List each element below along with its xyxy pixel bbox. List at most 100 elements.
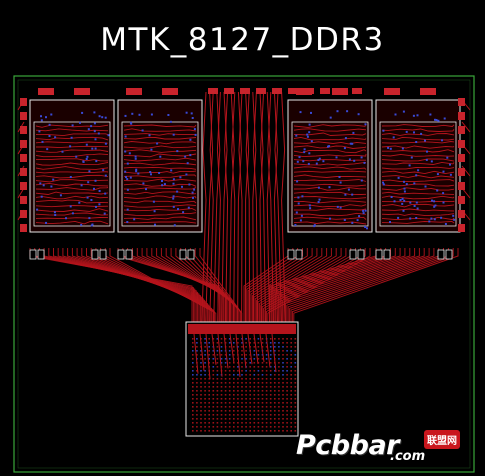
ball [261,426,264,428]
trace [199,333,205,371]
ball [192,386,194,388]
via [177,208,179,211]
ball [245,414,247,416]
ball [245,422,247,424]
ball [204,390,206,392]
via [135,170,138,173]
pad [126,88,142,95]
trace [275,248,396,326]
ball [204,398,206,400]
ball [282,350,284,352]
ball [241,382,243,384]
trace [175,248,236,326]
ball [220,354,223,356]
via [53,211,56,214]
ball [257,370,260,372]
via [309,207,312,210]
ball [278,350,280,352]
ball [294,378,297,380]
via [172,182,175,185]
ball [192,374,194,376]
ball [249,338,251,340]
trace [293,174,367,178]
trace [277,248,406,326]
ball [241,350,243,352]
ball [192,426,194,428]
ball [245,398,247,400]
ball [274,342,276,344]
ball [265,418,268,420]
ball [212,350,215,352]
ball [233,374,235,376]
via [39,182,42,185]
via [194,133,197,136]
ball [269,374,272,376]
trace [123,178,197,182]
trace [381,203,455,208]
ball [224,382,227,384]
trace [293,248,459,326]
ball [290,362,292,364]
via [346,110,349,113]
ball [269,406,272,408]
via [159,155,162,158]
ball [257,406,260,408]
ball [241,386,243,388]
ball [269,394,272,396]
ball [286,406,288,408]
pad [420,88,436,95]
via [69,205,72,208]
via [394,113,397,116]
via [296,180,299,183]
via [382,181,384,184]
via [192,196,194,199]
ball [216,362,219,364]
via [81,111,84,114]
via [97,132,100,135]
via [452,214,455,217]
trace [216,91,221,327]
ball [192,358,194,360]
trace [293,216,367,220]
ball [294,406,297,408]
top-pad [288,88,298,94]
ball [204,394,206,396]
ball [257,354,260,356]
via [294,224,297,226]
ball [212,390,215,392]
ball [196,398,198,400]
ball [249,374,251,376]
trace [35,171,109,174]
ball [257,338,260,340]
ball [196,410,198,412]
ball [237,410,239,412]
ball [245,430,247,432]
passive-pads [20,88,465,232]
ball [261,402,264,404]
ball [228,366,231,368]
via [90,224,93,227]
ball [220,390,223,392]
ball [196,354,198,356]
trace [293,208,367,211]
ball [200,422,202,424]
ball [278,342,280,344]
ball [241,398,243,400]
ball [286,382,288,384]
ball [224,390,227,392]
ball [200,406,202,408]
ball [212,398,215,400]
trace [136,248,225,326]
via [172,197,175,200]
ball [294,350,297,352]
top-pad [208,88,218,94]
via [104,116,107,119]
ball [192,398,194,400]
via [296,160,299,163]
ball [241,418,243,420]
ball [269,378,272,380]
ball [228,338,231,340]
ball [257,418,260,420]
ball [290,358,292,360]
ball [286,378,288,380]
